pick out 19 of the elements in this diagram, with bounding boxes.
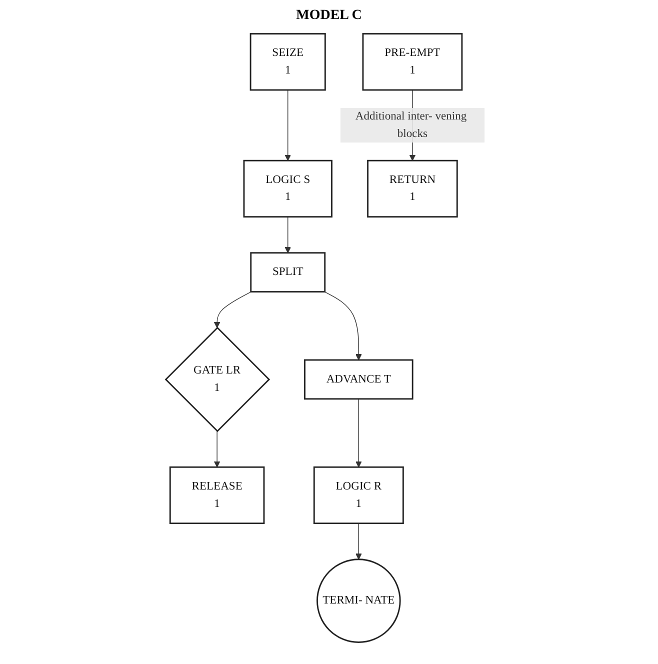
node-diamond: GATE LR 1: [164, 326, 270, 432]
node-box: PRE-EMPT 1: [362, 33, 463, 91]
arrow: [355, 522, 362, 560]
node-box: SPLIT: [250, 252, 326, 292]
arrow: [324, 291, 362, 360]
node-circle: TERMI- NATE: [316, 558, 401, 643]
arrow: [214, 430, 220, 468]
edge-label: Additional inter- vening blocks: [355, 110, 466, 140]
arrow: [284, 90, 291, 161]
node-box: LOGIC R 1: [313, 466, 404, 524]
node-box: SEIZE 1: [250, 33, 326, 91]
diagram-title: MODEL C: [295, 8, 363, 24]
node-box: RELEASE 1: [169, 466, 265, 524]
arrow: [284, 216, 291, 254]
node-box: ADVANCE T: [304, 359, 414, 400]
arrow: [355, 398, 362, 468]
node-box: LOGIC S 1: [243, 160, 332, 218]
arrow: [214, 291, 252, 328]
node-box: RETURN 1: [366, 160, 458, 218]
